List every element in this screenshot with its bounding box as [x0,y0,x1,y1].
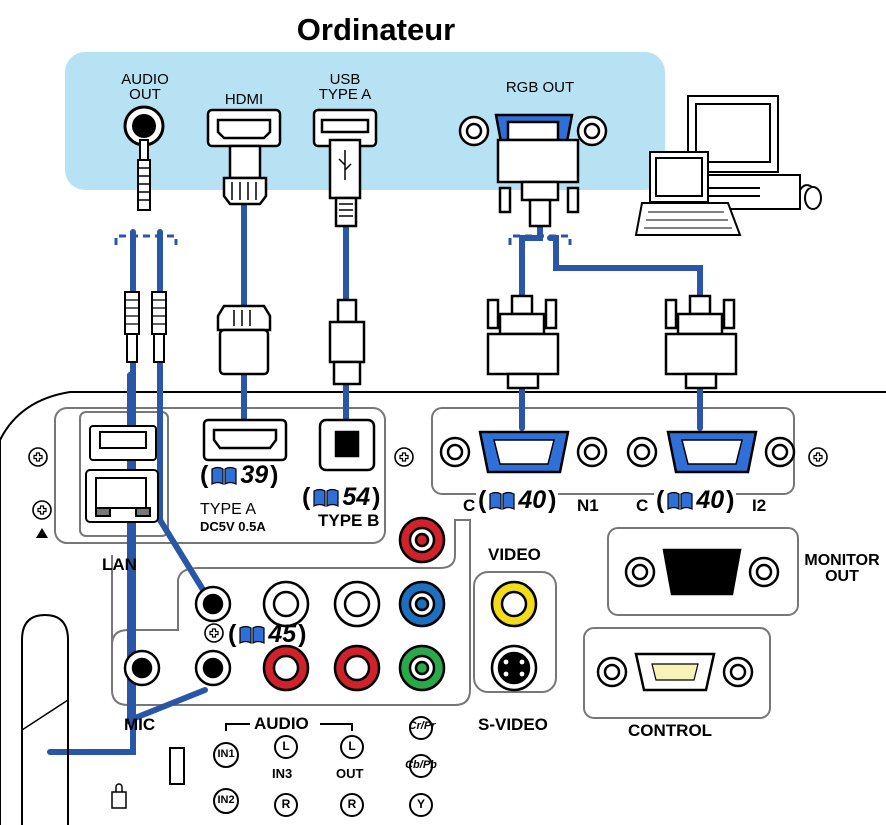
computer-in1-port [439,430,608,474]
computer-in1-prefix: C [463,496,476,515]
r-label-out: R [347,797,357,811]
book-icon [313,488,339,507]
diagram-title: Ordinateur [296,12,456,47]
cr-pr-label: Cr/Pr [408,720,436,732]
audio-label: AUDIO [254,714,309,733]
s-video-label: S-VIDEO [478,715,548,734]
hdmi-port [206,108,282,206]
usb-type-a-label: USB TYPE A [318,71,372,103]
r-label-in3: R [281,797,291,811]
page-ref-usb-b: ( 54) [300,483,383,511]
book-icon [489,491,515,510]
audio-cable-right [157,229,208,596]
out-label: OUT [336,766,364,781]
y-label: Y [416,797,425,811]
page-ref-rgb-in1: ( 40) [476,486,559,514]
lan-usb-group [54,407,386,544]
audio-out-label: AUDIO OUT [121,71,169,103]
page-ref-audio: ( 45) [228,620,307,648]
hdmi-label: HDMI [224,91,264,108]
control-port [596,652,754,692]
usb-a-port [312,108,378,228]
computer-in1-label: N1 [577,496,599,515]
page-ref-usb-a: ( 39) [198,461,281,489]
book-icon [667,491,693,510]
rgb-out-port [458,113,608,228]
control-label: CONTROL [628,721,713,740]
rgb-cable-1 [519,222,543,298]
rgb-cable-2 [547,235,703,298]
audio-out-jack [123,105,165,211]
computer-in2-label: I2 [752,496,767,515]
type-a-power-label: DC5V 0.5A [200,519,266,534]
video-label: VIDEO [488,545,541,564]
cb-pb-label: Cb/Pb [405,759,437,771]
projector-panel [0,391,886,825]
l-label-out: L [348,739,356,753]
book-icon [239,625,265,644]
l-label-in3: L [282,739,290,753]
in1-label: IN1 [217,748,235,760]
mic-label: MIC [124,715,156,734]
book-icon [211,466,237,485]
lan-label: LAN [102,555,137,574]
rgb-out-label: RGB OUT [505,79,575,96]
computer-in2-prefix: C [636,496,649,515]
lan-port [85,425,159,523]
type-a-label: TYPE A [200,501,257,518]
in2-label: IN2 [217,794,235,806]
monitor-out-label: MONITOR OUT [804,552,880,585]
monitor-out-port [624,548,780,596]
computer-icon [634,95,822,236]
in3-label: IN3 [272,766,293,781]
type-b-label: TYPE B [318,511,380,530]
computer-in2-port [626,430,796,474]
page-ref-rgb-in2: ( 40) [654,486,737,514]
